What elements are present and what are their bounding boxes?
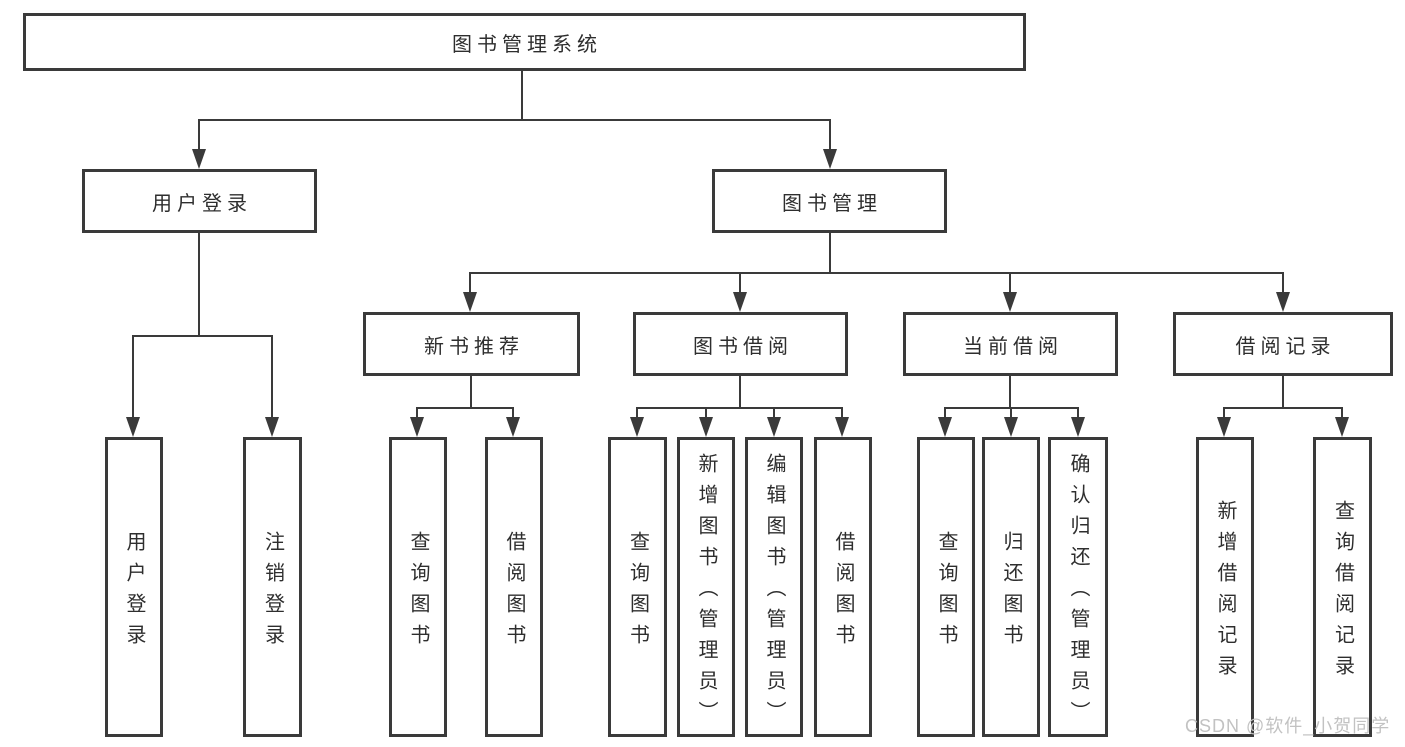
connector-line xyxy=(841,407,843,419)
leaf-query-books-current: 查询图书 xyxy=(917,437,975,737)
leaf-logout-login-label: 注销登录 xyxy=(261,530,284,655)
node-root-label: 图书管理系统 xyxy=(452,33,602,56)
connector-line xyxy=(132,335,273,337)
arrow-head-icon xyxy=(1004,417,1018,437)
connector-line xyxy=(1282,376,1284,407)
connector-line xyxy=(739,376,741,407)
leaf-confirm-return-admin-label: 确认归还（管理员） xyxy=(1067,453,1089,732)
arrow-head-icon xyxy=(410,417,424,437)
connector-line xyxy=(512,407,514,419)
node-book-management: 图书管理 xyxy=(712,169,947,233)
arrow-head-icon xyxy=(823,149,837,169)
connector-line xyxy=(1223,407,1342,409)
arrow-head-icon xyxy=(1217,417,1231,437)
leaf-add-book-admin-label: 新增图书（管理员） xyxy=(695,453,717,732)
arrow-head-icon xyxy=(506,417,520,437)
arrow-head-icon xyxy=(699,417,713,437)
leaf-query-borrow-record-label: 查询借阅记录 xyxy=(1331,499,1354,686)
connector-line xyxy=(198,119,831,121)
leaf-return-book: 归还图书 xyxy=(982,437,1040,737)
connector-line xyxy=(271,335,273,419)
leaf-borrow-books-newrec-label: 借阅图书 xyxy=(503,530,525,655)
leaf-borrow-books-newrec: 借阅图书 xyxy=(485,437,543,737)
connector-line xyxy=(1282,272,1284,294)
arrow-head-icon xyxy=(938,417,952,437)
connector-line xyxy=(198,233,200,335)
connector-line xyxy=(636,407,638,419)
node-current-borrow: 当前借阅 xyxy=(903,312,1118,376)
arrow-head-icon xyxy=(630,417,644,437)
watermark: CSDN @软件_小贺同学 xyxy=(1185,716,1391,736)
arrow-head-icon xyxy=(1335,417,1349,437)
arrow-head-icon xyxy=(1276,292,1290,312)
leaf-query-books-newrec-label: 查询图书 xyxy=(407,530,429,655)
connector-line xyxy=(636,407,842,409)
node-new-book-recommend-label: 新书推荐 xyxy=(424,335,524,358)
leaf-query-books-borrow: 查询图书 xyxy=(608,437,667,737)
leaf-borrow-books-borrow-label: 借阅图书 xyxy=(832,530,854,655)
node-borrow-records-label: 借阅记录 xyxy=(1235,335,1336,358)
node-new-book-recommend: 新书推荐 xyxy=(363,312,580,376)
connector-line xyxy=(1009,376,1011,407)
arrow-head-icon xyxy=(767,417,781,437)
leaf-confirm-return-admin: 确认归还（管理员） xyxy=(1048,437,1108,737)
arrow-head-icon xyxy=(463,292,477,312)
connector-line xyxy=(198,119,200,151)
connector-line xyxy=(1223,407,1225,419)
arrow-head-icon xyxy=(192,149,206,169)
leaf-user-login: 用户登录 xyxy=(105,437,163,737)
leaf-edit-book-admin: 编辑图书（管理员） xyxy=(745,437,803,737)
node-borrow-records: 借阅记录 xyxy=(1173,312,1393,376)
leaf-add-book-admin: 新增图书（管理员） xyxy=(677,437,735,737)
connector-line xyxy=(132,335,134,419)
arrow-head-icon xyxy=(265,417,279,437)
leaf-query-books-newrec: 查询图书 xyxy=(389,437,447,737)
connector-line xyxy=(829,233,831,272)
connector-line xyxy=(1009,272,1011,294)
connector-line xyxy=(470,376,472,407)
node-book-borrow-label: 图书借阅 xyxy=(693,335,793,358)
arrow-head-icon xyxy=(126,417,140,437)
leaf-query-books-current-label: 查询图书 xyxy=(935,530,957,655)
leaf-query-books-borrow-label: 查询图书 xyxy=(626,530,649,655)
arrow-head-icon xyxy=(835,417,849,437)
node-user-login: 用户登录 xyxy=(82,169,317,233)
connector-line xyxy=(416,407,418,419)
leaf-logout-login: 注销登录 xyxy=(243,437,302,737)
leaf-return-book-label: 归还图书 xyxy=(1000,530,1022,655)
leaf-add-borrow-record-label: 新增借阅记录 xyxy=(1214,499,1236,686)
connector-line xyxy=(739,272,741,294)
leaf-query-borrow-record: 查询借阅记录 xyxy=(1313,437,1372,737)
connector-line xyxy=(1010,407,1012,419)
arrow-head-icon xyxy=(1071,417,1085,437)
node-user-login-label: 用户登录 xyxy=(152,192,252,215)
connector-line xyxy=(944,407,946,419)
connector-line xyxy=(1341,407,1343,419)
arrow-head-icon xyxy=(733,292,747,312)
node-book-management-label: 图书管理 xyxy=(782,192,882,215)
leaf-edit-book-admin-label: 编辑图书（管理员） xyxy=(763,453,785,732)
connector-line xyxy=(469,272,471,294)
arrow-head-icon xyxy=(1003,292,1017,312)
connector-line xyxy=(829,119,831,151)
connector-line xyxy=(705,407,707,419)
leaf-add-borrow-record: 新增借阅记录 xyxy=(1196,437,1254,737)
leaf-borrow-books-borrow: 借阅图书 xyxy=(814,437,872,737)
connector-line xyxy=(521,71,523,119)
connector-line xyxy=(1077,407,1079,419)
node-book-borrow: 图书借阅 xyxy=(633,312,848,376)
connector-line xyxy=(469,272,1283,274)
connector-line xyxy=(416,407,514,409)
node-root: 图书管理系统 xyxy=(23,13,1026,71)
connector-line xyxy=(773,407,775,419)
leaf-user-login-label: 用户登录 xyxy=(123,530,145,655)
node-current-borrow-label: 当前借阅 xyxy=(963,335,1063,358)
